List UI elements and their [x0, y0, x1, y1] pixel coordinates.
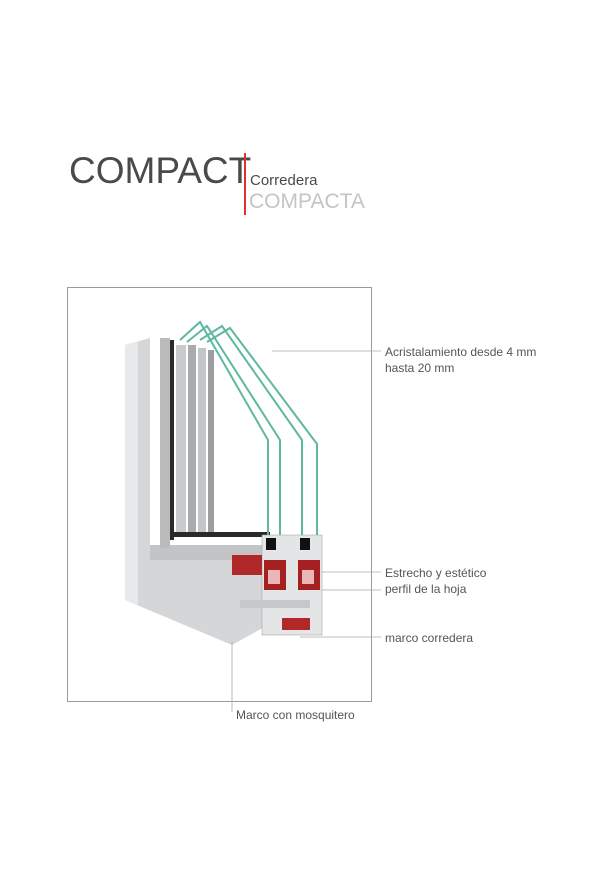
illustration-frame: [67, 287, 372, 702]
callout-glazing: Acristalamiento desde 4 mm hasta 20 mm: [385, 344, 536, 376]
callout-mosquito: Marco con mosquitero: [236, 708, 355, 722]
callout-frame: marco corredera: [385, 631, 474, 645]
callout-sash: Estrecho y estético perfil de la hoja: [385, 565, 486, 597]
subtitle: Corredera: [250, 172, 318, 189]
subtitle-secondary: COMPACTA: [249, 190, 365, 213]
title-divider: [244, 153, 246, 215]
callout-sash-line2: perfil de la hoja: [385, 582, 467, 596]
callout-glazing-line2: hasta 20 mm: [385, 361, 455, 375]
callout-sash-line1: Estrecho y estético: [385, 566, 487, 580]
callout-glazing-line1: Acristalamiento desde 4 mm: [385, 345, 537, 359]
page-title: COMPACT: [69, 150, 252, 191]
